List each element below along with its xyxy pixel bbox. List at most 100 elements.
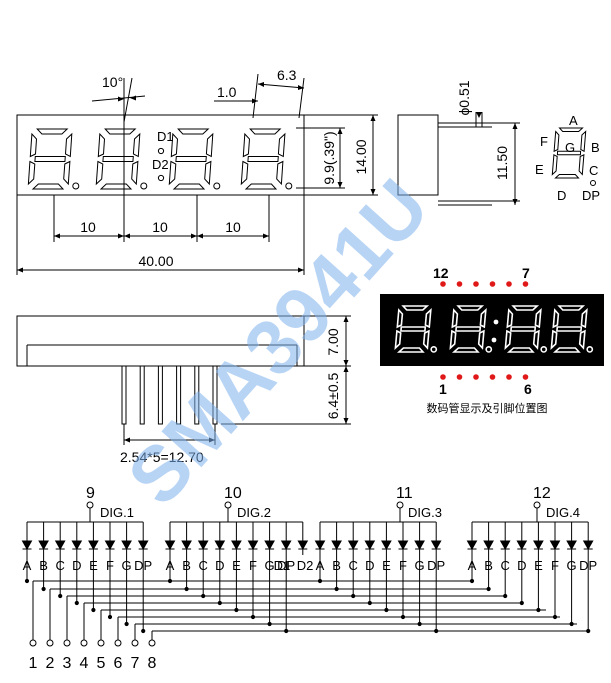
- bottom-view: [16, 315, 351, 445]
- junction-dot: [503, 593, 508, 599]
- photo-pin-6: 6: [524, 381, 532, 397]
- dim-11-50-label: 11.50: [494, 146, 510, 180]
- bottom-pin: [121, 365, 127, 425]
- junction-dot: [267, 621, 272, 627]
- led-diode: [137, 540, 149, 551]
- segment-c: [422, 329, 430, 350]
- arrow: [343, 366, 349, 372]
- extra-label-d2: D2: [297, 558, 314, 573]
- segment-e: [550, 329, 558, 351]
- junction-dot: [107, 614, 113, 620]
- segment-c: [578, 153, 585, 176]
- digit-pin-label: 10: [224, 485, 242, 502]
- digit-pin-circle: [533, 501, 541, 509]
- led-diode: [516, 540, 528, 551]
- arrow: [118, 96, 124, 102]
- arrow: [476, 112, 482, 118]
- bottom-pin: [157, 365, 163, 425]
- led-diode: [21, 540, 33, 551]
- segment-letter-label: D: [72, 558, 81, 573]
- segment-c: [131, 160, 139, 186]
- front-digit-1: [27, 128, 80, 190]
- legend-d: D: [557, 188, 566, 203]
- dim-7-00-label: 7.00: [325, 328, 341, 355]
- bottom-pin-label: 2: [46, 655, 55, 672]
- bottom-pin-label: 4: [80, 655, 89, 672]
- segment-a: [36, 128, 69, 135]
- segment-d: [506, 347, 535, 353]
- side-view: [397, 112, 520, 206]
- led-diode: [38, 540, 49, 551]
- segment-letter-label: B: [39, 558, 48, 573]
- arrow: [370, 115, 376, 121]
- photo-pin-dot-top: [440, 281, 446, 287]
- segment-letter-label: B: [332, 558, 341, 573]
- bottom-pin-circle: [29, 639, 37, 647]
- bottom-pin-circle: [97, 639, 105, 647]
- junction-dot: [536, 607, 541, 613]
- arrow: [298, 85, 304, 90]
- digit-label: DIG.1: [100, 505, 134, 520]
- led-diode: [197, 540, 209, 551]
- segment-letter-label: A: [166, 558, 175, 573]
- d1-label: D1: [157, 129, 174, 144]
- segment-letter-label: E: [89, 558, 98, 573]
- segment-letter-label: E: [382, 558, 391, 573]
- photo-caption: 数码管显示及引脚位置图: [427, 401, 548, 415]
- bottom-pin-circle: [148, 639, 156, 647]
- segment-b: [534, 308, 542, 329]
- segment-d: [31, 183, 65, 190]
- junction-dot: [74, 600, 79, 606]
- photo-pin-dot-top: [489, 281, 496, 287]
- arrow: [197, 233, 203, 239]
- segment-b: [277, 132, 286, 158]
- decimal-point: [285, 182, 293, 190]
- digit-group-3: [314, 501, 442, 555]
- dim-10-c-label: 10: [225, 219, 241, 235]
- segment-letter-label: C: [199, 558, 208, 573]
- arrow: [252, 98, 258, 104]
- segment-letter-label: DP: [427, 558, 445, 573]
- segment-e: [27, 160, 36, 186]
- arrow: [512, 199, 518, 205]
- angle-slant-line: [123, 77, 133, 123]
- decimal-point: [72, 182, 80, 190]
- segment-f: [552, 308, 560, 329]
- d2-dot: [157, 174, 165, 182]
- digit-label: DIG.3: [408, 505, 442, 520]
- led-diode: [466, 540, 478, 551]
- segment-buses: [24, 555, 591, 647]
- led-diode: [121, 540, 132, 551]
- arrow: [343, 418, 349, 424]
- decimal-point: [485, 345, 493, 353]
- arrow: [209, 437, 215, 443]
- segment-d: [172, 183, 206, 190]
- junction-dot: [24, 578, 30, 584]
- legend-f: F: [540, 134, 548, 149]
- led-diode: [414, 540, 425, 551]
- junction-dot: [141, 628, 146, 634]
- photo-pin-dot-top: [473, 281, 479, 287]
- segment-letter-label: A: [23, 558, 32, 573]
- segment-g: [102, 156, 134, 162]
- digit-pin-circle: [396, 501, 404, 509]
- led-diode: [164, 540, 176, 551]
- segment-f: [553, 130, 560, 153]
- bottom-pin-circle: [131, 639, 139, 647]
- led-diode: [247, 540, 259, 551]
- segment-a: [511, 305, 540, 311]
- dim-40-label: 40.00: [138, 253, 173, 269]
- arrow: [130, 95, 136, 101]
- photo-pin-dot-bottom: [506, 374, 512, 380]
- segment-a: [249, 128, 282, 135]
- arrow: [17, 267, 23, 273]
- photo-colon-top: [493, 319, 499, 325]
- segment-letter-label: G: [265, 558, 275, 573]
- segment-legend-digit: [551, 127, 587, 179]
- front-digits: [27, 128, 293, 190]
- segment-letter-label: DP: [277, 558, 295, 573]
- segment-a: [401, 305, 430, 311]
- led-diode: [483, 540, 494, 551]
- segment-letter-label: F: [249, 558, 257, 573]
- arrow: [118, 233, 124, 239]
